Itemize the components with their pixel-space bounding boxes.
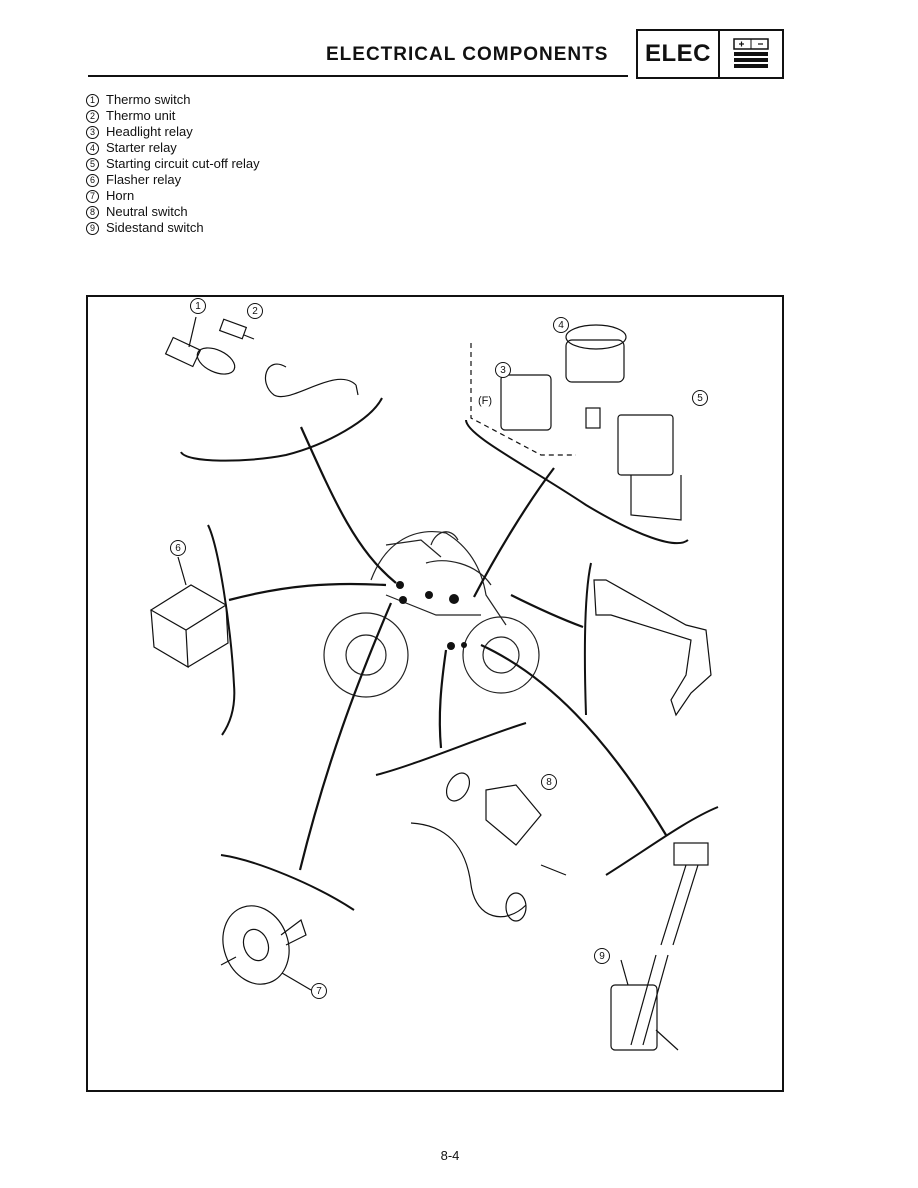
front-marker-label: (F)	[478, 395, 493, 407]
page-title: ELECTRICAL COMPONENTS	[326, 44, 609, 65]
relay-group-illustration	[470, 324, 682, 521]
callout-8: 8	[541, 774, 557, 790]
bracket-illustration	[593, 579, 712, 717]
callout-2: 2	[247, 303, 263, 319]
legend-item: 3 Headlight relay	[86, 124, 260, 140]
legend-item: 5 Starting circuit cut-off relay	[86, 156, 260, 172]
flasher-relay-illustration	[149, 556, 229, 669]
item-label: Headlight relay	[106, 124, 193, 139]
item-label: Sidestand switch	[106, 220, 204, 235]
item-label: Starter relay	[106, 140, 177, 155]
neutral-switch-illustration	[410, 772, 567, 922]
sidestand-switch-illustration	[610, 842, 709, 1051]
callout-5: 5	[692, 390, 708, 406]
component-location-diagram: 1 2 3 4 5 6 7 8 9 (F)	[86, 295, 784, 1092]
callout-3: 3	[495, 362, 511, 378]
item-label: Flasher relay	[106, 172, 182, 187]
item-label: Starting circuit cut-off relay	[106, 156, 260, 171]
legend-item: 8 Neutral switch	[86, 204, 260, 220]
legend-item: 4 Starter relay	[86, 140, 260, 156]
item-number: 5	[86, 157, 99, 171]
thermo-switch-illustration	[164, 316, 236, 375]
callout-6: 6	[170, 540, 186, 556]
horn-illustration	[220, 905, 312, 991]
item-number: 3	[86, 125, 99, 139]
legend-item: 2 Thermo unit	[86, 108, 260, 124]
component-legend: 1 Thermo switch 2 Thermo unit 3 Headlight r…	[86, 92, 260, 236]
callout-1: 1	[190, 298, 206, 314]
item-label: Thermo switch	[106, 92, 191, 107]
item-label: Thermo unit	[106, 108, 176, 123]
item-number: 8	[86, 205, 99, 219]
battery-icon	[720, 31, 782, 77]
callout-9: 9	[594, 948, 610, 964]
item-number: 6	[86, 173, 99, 187]
legend-item: 7 Horn	[86, 188, 260, 204]
item-number: 7	[86, 189, 99, 203]
item-label: Neutral switch	[106, 204, 188, 219]
legend-item: 1 Thermo switch	[86, 92, 260, 108]
section-badge: ELEC	[636, 29, 784, 79]
callout-4: 4	[553, 317, 569, 333]
item-number: 9	[86, 221, 99, 235]
title-underline	[88, 75, 628, 77]
item-label: Horn	[106, 188, 135, 203]
item-number: 4	[86, 141, 99, 155]
thermo-unit-illustration	[218, 318, 359, 398]
legend-item: 9 Sidestand switch	[86, 220, 260, 236]
page-number: 8-4	[440, 1148, 460, 1163]
callout-7: 7	[311, 983, 327, 999]
legend-item: 6 Flasher relay	[86, 172, 260, 188]
motorcycle-illustration	[323, 531, 540, 698]
section-badge-label: ELEC	[638, 31, 720, 77]
item-number: 1	[86, 93, 99, 107]
item-number: 2	[86, 109, 99, 123]
